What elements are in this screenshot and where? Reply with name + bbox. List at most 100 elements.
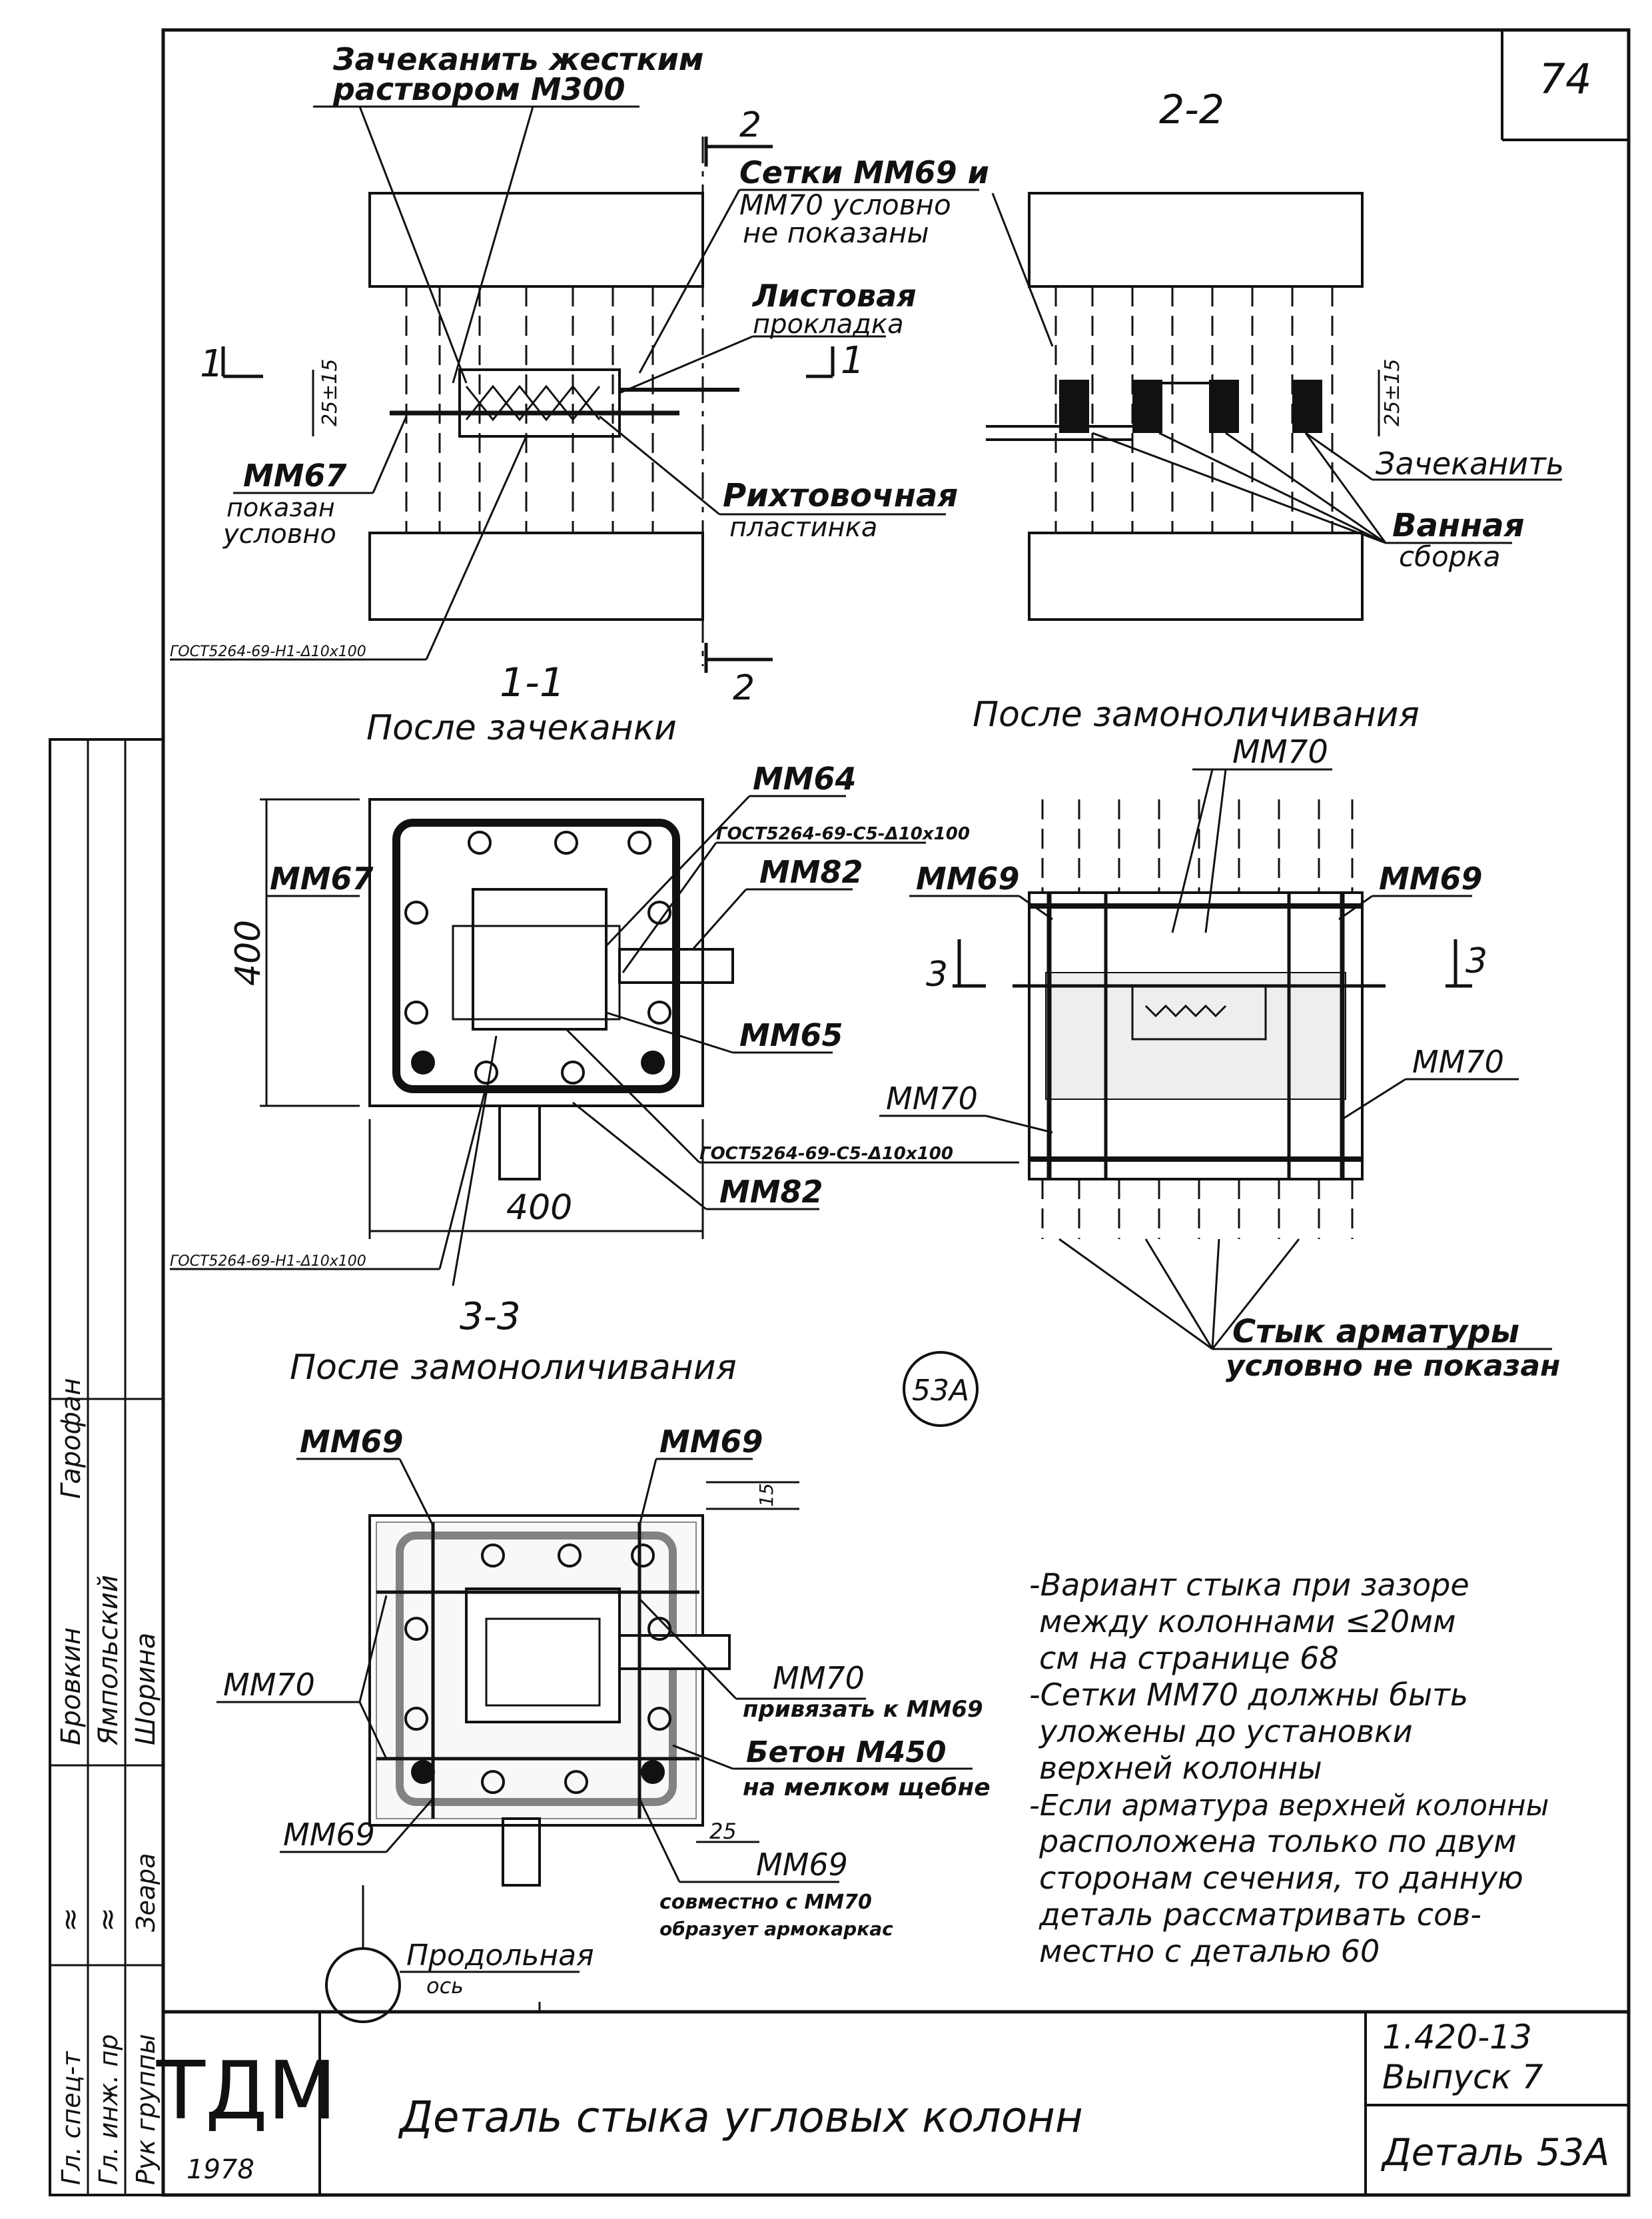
section-3-3-title: 3-3 [460, 1295, 520, 1338]
note-gost-1: ГОСТ5264-69-Н1-Δ10х100 [170, 644, 366, 660]
note-line-4: -Сетки ММ70 должны быть [1029, 1677, 1468, 1713]
section-1-1: 1 1 2 2 25±15 Зачеканить жестким раствор… [170, 41, 989, 748]
note-line-8: расположена только по двум [1038, 1823, 1517, 1859]
section-2-2-title: 2-2 [1159, 87, 1224, 133]
drawing-title: Деталь стыка угловых колонн [398, 2093, 1083, 2142]
plan-view: 400 400 ММ67 ММ64 ГОСТ5264-69-С5-Δ10х100… [170, 761, 1019, 1388]
elev-mm70-left: ММ70 [886, 1081, 978, 1116]
cut-1-left: 1 [200, 342, 224, 386]
plan-dim-height: 400 [228, 920, 268, 986]
s33-note-concrete-2: на мелком щебне [743, 1774, 991, 1801]
year: 1978 [187, 2154, 254, 2185]
note-sheet-pad-1: Листовая [751, 278, 917, 314]
s33-mm69-br: ММ69 [756, 1847, 848, 1883]
plan-mm82-top: ММ82 [759, 854, 863, 890]
note-weld-2: сборка [1399, 540, 1500, 573]
note-caulk-2-2: Зачеканить [1376, 446, 1564, 482]
note-meshes-3: не показаны [743, 217, 929, 249]
note-caulk-2: раствором М300 [332, 71, 625, 107]
plan-gost-bottom: ГОСТ5264-69-Н1-Δ10х100 [170, 1253, 366, 1270]
cut-2-top: 2 [739, 105, 761, 145]
issue-number: Выпуск 7 [1382, 2058, 1543, 2096]
elev-mm70-top: ММ70 [1232, 733, 1328, 771]
plan-mm64: ММ64 [753, 761, 857, 797]
stamp-name-1: Бровкин [56, 1627, 87, 1745]
plan-mm82-bottom: ММ82 [719, 1174, 823, 1210]
plan-gost-top: ГОСТ5264-69-С5-Δ10х100 [716, 824, 970, 844]
s33-mm70-left: ММ70 [223, 1667, 315, 1703]
elev-cut-3-right: 3 [1465, 941, 1487, 981]
note-sheet-pad-2: прокладка [753, 309, 904, 340]
cut-1-right: 1 [841, 339, 865, 382]
note-line-9: сторонам сечения, то данную [1039, 1860, 1523, 1896]
s33-note-axis-1: Продольная [406, 1939, 594, 1973]
cut-2-bottom: 2 [733, 668, 755, 708]
stamp-role-1: Гл. спец-т [57, 2050, 86, 2185]
stamp-sign-3: Зеара [131, 1853, 161, 1932]
elev-note-joint-2: условно не показан [1226, 1349, 1560, 1383]
note-mm67-1: ММ67 [243, 458, 347, 494]
note-line-3: см на странице 68 [1039, 1640, 1339, 1676]
detail-number: Деталь 53А [1380, 2131, 1609, 2174]
note-line-6: верхней колонны [1039, 1750, 1322, 1786]
s33-note-cage-1: совместно с ММ70 [659, 1891, 872, 1914]
note-meshes-1: Сетки ММ69 и [739, 155, 989, 191]
s33-note-axis-2: ось [426, 1973, 464, 1998]
detail-circle-label: 53А [912, 1374, 969, 1408]
stamp-name-3: Шорина [131, 1633, 161, 1745]
note-mm67-3: условно [222, 519, 336, 550]
plan-mm67: ММ67 [270, 861, 374, 897]
s33-note-concrete-1: Бетон М450 [746, 1735, 946, 1769]
s33-note-cage-2: образует армокаркас [659, 1918, 893, 1940]
logo: ТДМ [156, 2045, 337, 2138]
stamp-role-3: Рук группы [131, 2034, 161, 2185]
note-mm67-2: показан [226, 493, 335, 522]
s33-dim-25: 25 [709, 1819, 737, 1844]
stamp-name-2: Ямпольский [93, 1575, 124, 1746]
elev-mm69-right: ММ69 [1379, 861, 1483, 897]
s33-mm69-bl: ММ69 [283, 1817, 375, 1853]
section-1-1-title: 1-1 [500, 660, 565, 706]
note-line-1: -Вариант стыка при зазоре [1029, 1567, 1469, 1603]
dim-gap-2: 25±15 [1381, 359, 1404, 426]
s33-mm69-tl: ММ69 [300, 1424, 404, 1460]
elev-note-joint-1: Стык арматуры [1232, 1313, 1519, 1350]
s33-note-tie: привязать к ММ69 [743, 1696, 983, 1723]
section-2-2: 2-2 25±15 Зачеканить Ванная сборка После… [973, 87, 1564, 735]
stamp-sign-1: ≈ [53, 1907, 87, 1932]
s33-mm70-right: ММ70 [773, 1660, 865, 1696]
section-1-1-caption: После зачеканки [366, 708, 677, 748]
note-line-2: между колоннами ≤20мм [1039, 1603, 1456, 1639]
note-line-5: уложены до установки [1038, 1713, 1413, 1749]
series-number: 1.420-13 [1382, 2018, 1532, 2056]
note-shim-2: пластинка [729, 512, 877, 543]
stamp-extra: Гарофан [56, 1378, 87, 1499]
detail-circle [903, 1351, 979, 1427]
notes-block: -Вариант стыка при зазоре между колоннам… [1029, 1567, 1549, 1969]
plan-gost-mid: ГОСТ5264-69-С5-Δ10х100 [699, 1144, 953, 1164]
section-2-2-caption: После замоноличивания [973, 695, 1420, 735]
elevation-view: ММ70 ММ69 ММ69 [879, 733, 1560, 1383]
section-3-3-caption: После замоноличивания [290, 1348, 737, 1388]
plan-dim-width: 400 [506, 1188, 572, 1228]
elev-mm70-right: ММ70 [1412, 1044, 1504, 1080]
note-caulk-1: Зачеканить жестким [332, 41, 704, 77]
plan-mm65: ММ65 [739, 1017, 843, 1053]
dim-gap-1: 25±15 [318, 359, 342, 426]
section-3-3: ММ69 ММ69 15 ММ70 ММ70 привязать к ММ69 … [216, 1424, 991, 2023]
stamp-role-2: Гл. инж. пр [94, 2034, 123, 2185]
note-line-11: местно с деталью 60 [1039, 1933, 1380, 1969]
note-weld-1: Ванная [1392, 507, 1525, 544]
note-meshes-2: ММ70 условно [739, 189, 951, 221]
note-line-10: деталь рассматривать сов- [1038, 1897, 1481, 1933]
elev-mm69-left: ММ69 [916, 861, 1020, 897]
note-shim-1: Рихтовочная [723, 477, 958, 514]
note-line-7: -Если арматура верхней колонны [1029, 1789, 1549, 1823]
side-stamp: Гл. спец-т Гл. инж. пр Рук группы ≈ ≈ Зе… [49, 738, 165, 2196]
s33-mm69-tr: ММ69 [659, 1424, 763, 1460]
elev-cut-3-left: 3 [926, 955, 948, 995]
stamp-sign-2: ≈ [91, 1907, 125, 1932]
s33-dim-small: 15 [755, 1483, 777, 1507]
page-number: 74 [1539, 55, 1592, 103]
